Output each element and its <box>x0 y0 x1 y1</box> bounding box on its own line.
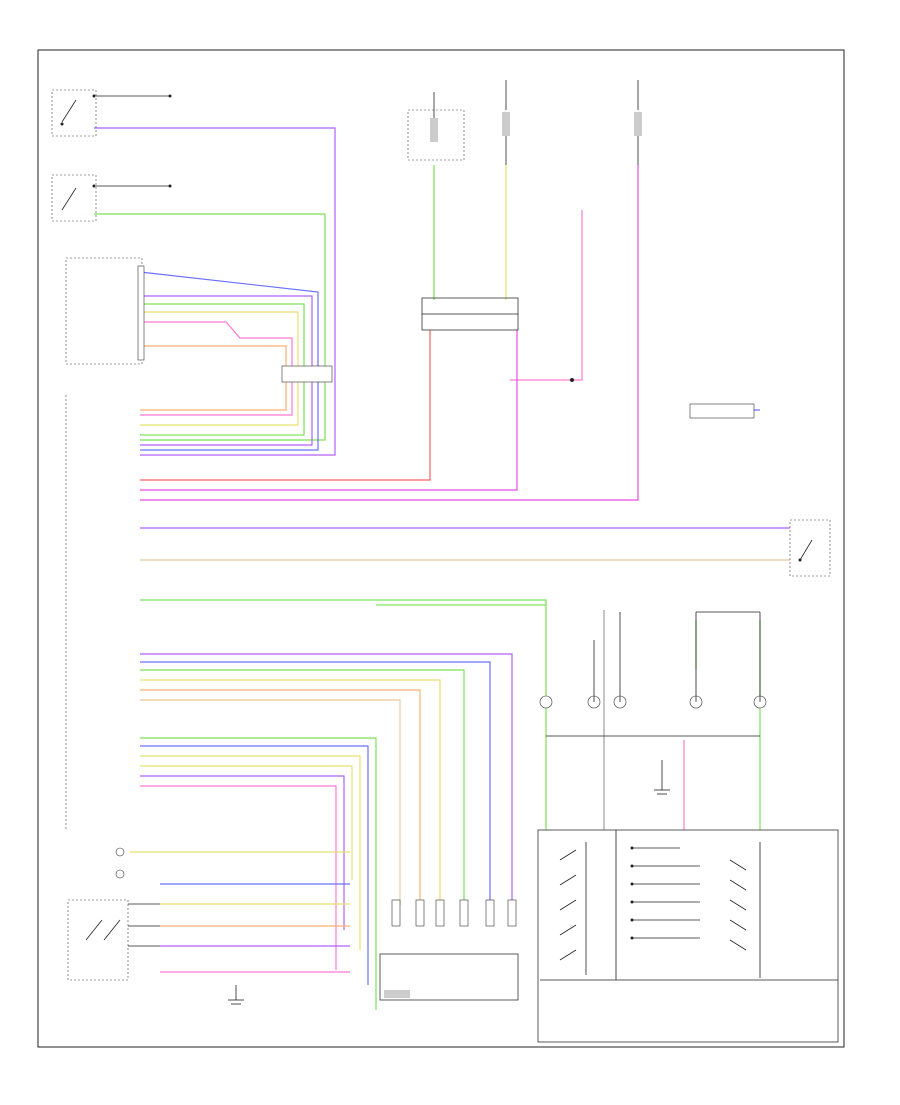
switch-column-right <box>630 842 761 978</box>
wire <box>139 271 319 451</box>
ground-point-bottom <box>228 985 244 1005</box>
wire <box>140 345 287 411</box>
switch-column-left <box>559 842 587 975</box>
fuse-hot-in-run <box>634 80 642 165</box>
wire <box>140 765 353 880</box>
clutch-pedal-switch <box>51 89 172 137</box>
sensor-group <box>539 611 767 737</box>
wire <box>94 213 326 441</box>
wire <box>94 127 336 456</box>
wire <box>140 679 441 905</box>
wire <box>510 210 583 381</box>
wire <box>140 737 377 1010</box>
brake-pedal-connector <box>115 847 125 879</box>
transmission-range-sensor <box>65 257 145 365</box>
diagram-frame <box>37 49 845 1048</box>
wire <box>140 745 369 985</box>
clutch-switch-right <box>789 519 831 577</box>
wire <box>140 785 337 970</box>
wire <box>140 755 361 950</box>
range-indicator-connector <box>689 403 755 419</box>
wire-layer <box>94 127 790 1010</box>
wire <box>140 653 513 905</box>
wire <box>140 775 345 930</box>
wire <box>140 321 293 416</box>
wire <box>140 669 465 905</box>
clutch-switch-second <box>51 174 172 222</box>
fuse-hot-at-all-times <box>502 80 510 165</box>
inline-connector-c1 <box>281 365 333 383</box>
junction-point <box>570 378 574 382</box>
wire <box>140 699 401 905</box>
wire <box>140 689 421 905</box>
transmission-control-module <box>421 297 519 331</box>
wire <box>140 599 547 640</box>
wire <box>140 311 299 426</box>
ground-symbol <box>654 760 670 795</box>
steering-wheel-switch-pack <box>537 829 839 1043</box>
fuse-box-battery-junction <box>407 92 465 161</box>
wire <box>140 661 491 905</box>
wire <box>140 330 518 491</box>
wire <box>140 165 639 501</box>
bottom-connectors <box>391 899 517 927</box>
powertrain-control-module-bottom <box>379 953 519 1001</box>
wire <box>140 330 431 481</box>
accelerator-pedal-sensor <box>67 899 160 981</box>
